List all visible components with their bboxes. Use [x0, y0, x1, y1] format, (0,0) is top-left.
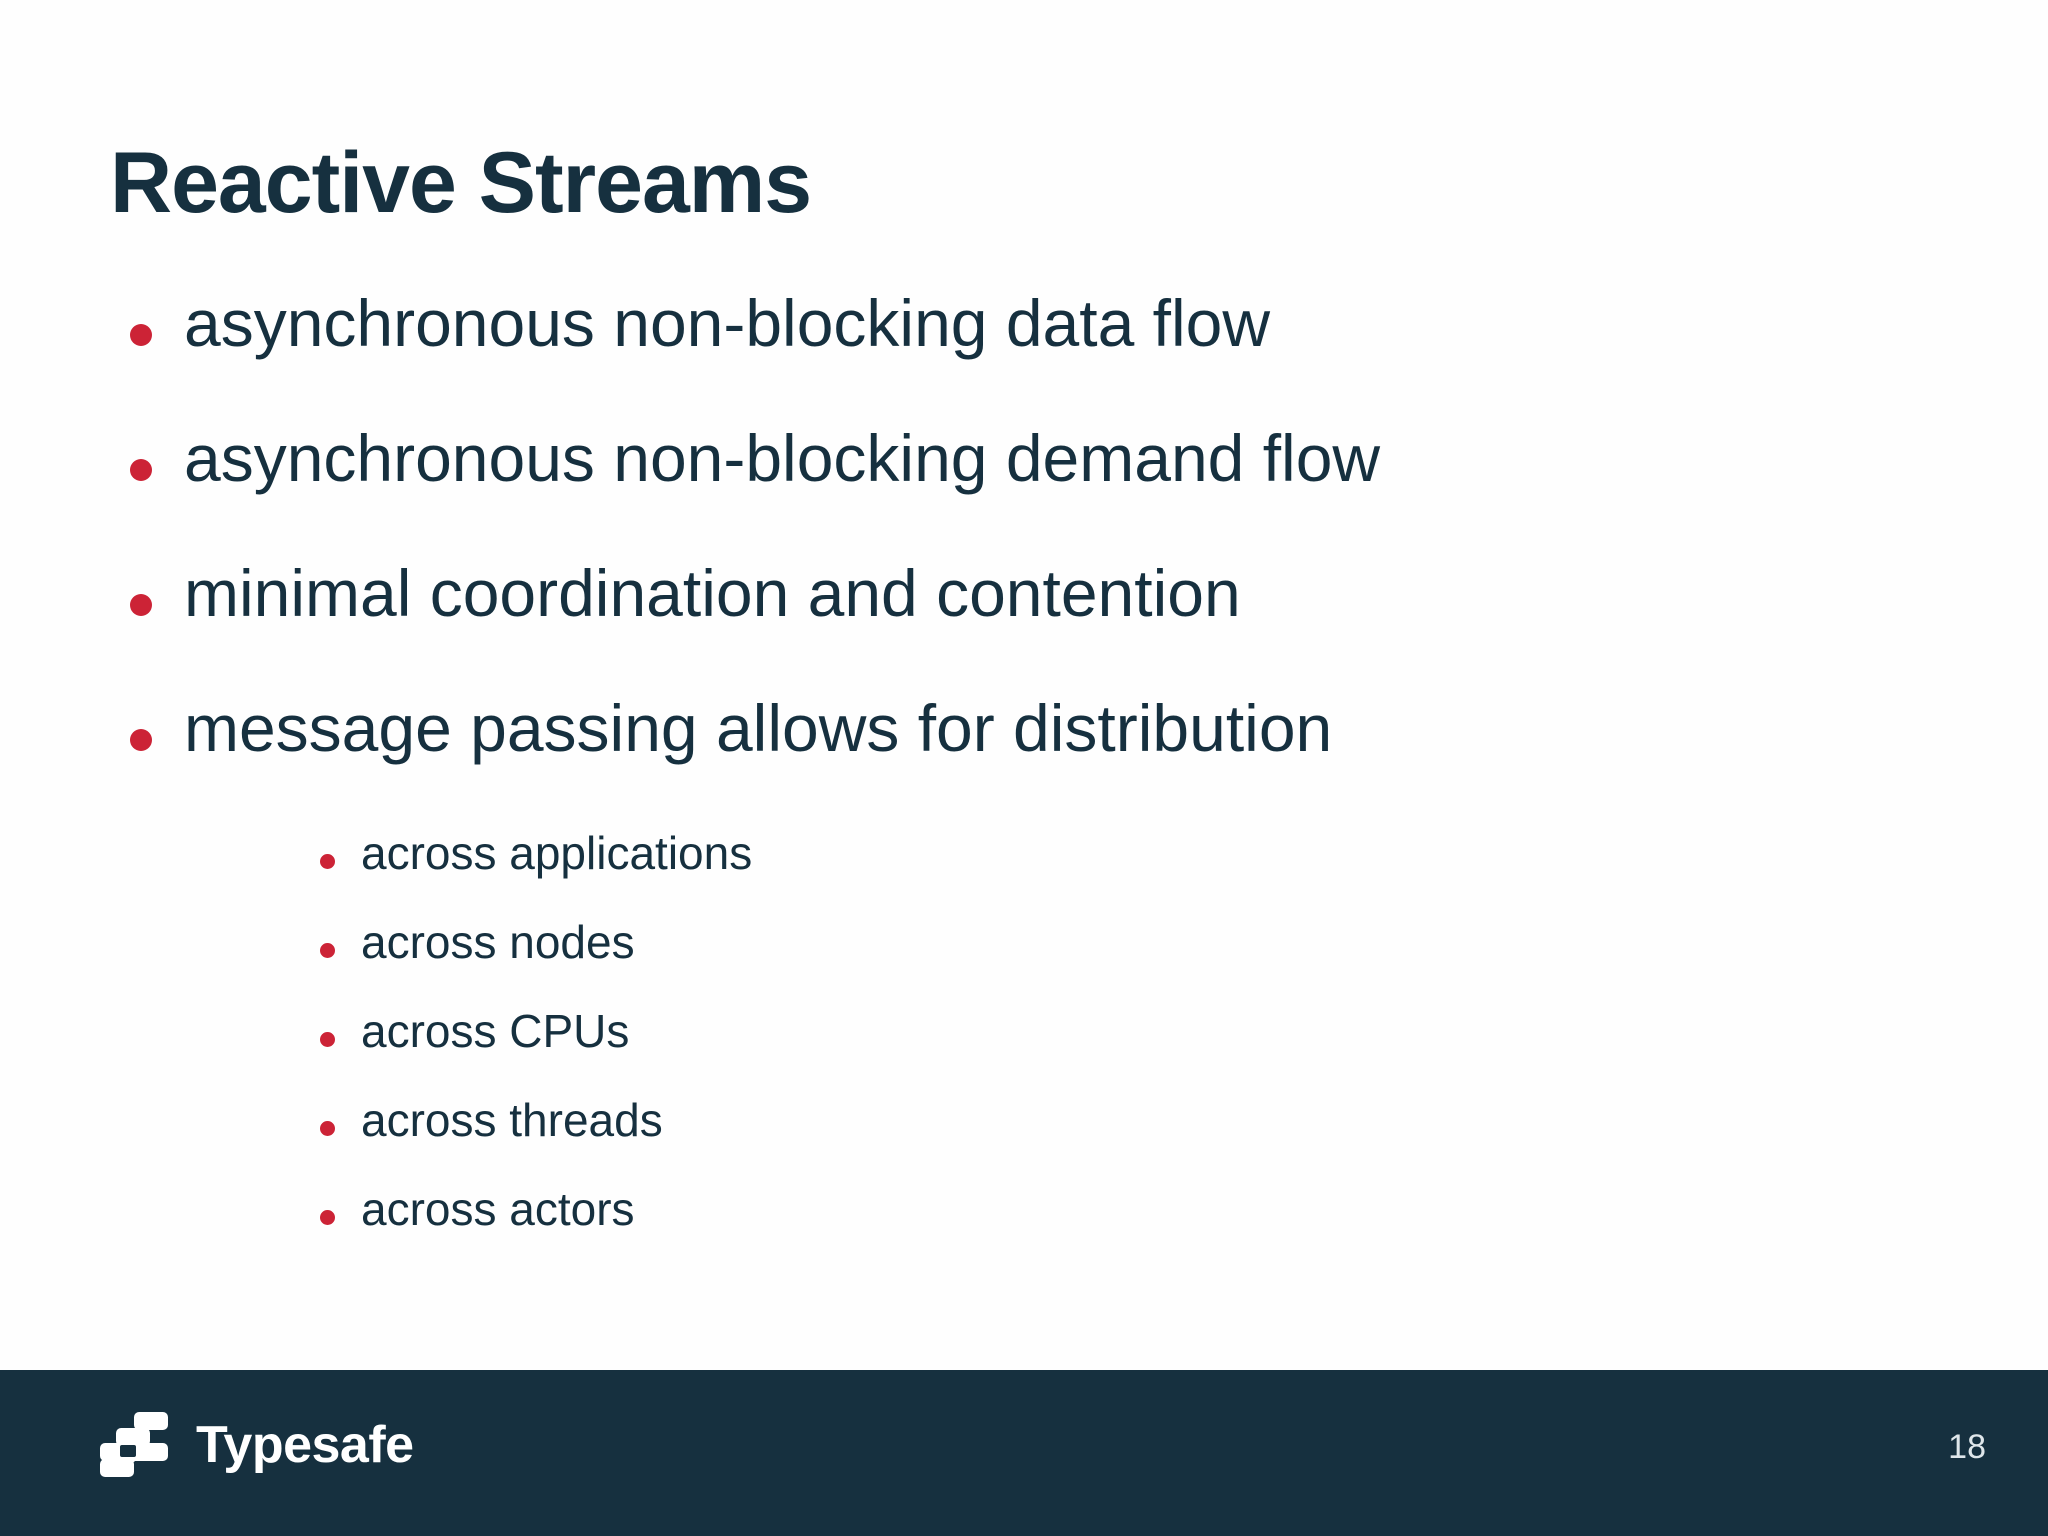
bullet-dot-icon [130, 324, 152, 346]
bullet-dot-icon [320, 1032, 335, 1047]
sub-bullet-label: across nodes [361, 916, 635, 968]
sub-bullet-list: across applications across nodes across … [0, 830, 2048, 1275]
bullet-dot-icon [320, 943, 335, 958]
list-item: across actors [0, 1186, 2048, 1275]
list-item: across nodes [0, 919, 2048, 1008]
list-item: minimal coordination and contention [0, 560, 2048, 695]
slide-footer: Typesafe 18 [0, 1370, 2048, 1536]
bullet-label: asynchronous non-blocking demand flow [184, 421, 1381, 495]
bullet-label: minimal coordination and contention [184, 556, 1241, 630]
typesafe-logo-icon [98, 1412, 170, 1478]
list-item: message passing allows for distribution [0, 695, 2048, 830]
bullet-dot-icon [130, 729, 152, 751]
list-item: asynchronous non-blocking data flow [0, 290, 2048, 425]
sub-bullet-label: across CPUs [361, 1005, 630, 1057]
sub-bullet-label: across applications [361, 827, 753, 879]
bullet-dot-icon [320, 1210, 335, 1225]
bullet-label: message passing allows for distribution [184, 691, 1333, 765]
page-number: 18 [1948, 1428, 1986, 1466]
sub-bullet-label: across threads [361, 1094, 663, 1146]
bullet-label: asynchronous non-blocking data flow [184, 286, 1271, 360]
bullet-dot-icon [320, 1121, 335, 1136]
bullet-dot-icon [130, 459, 152, 481]
list-item: across applications [0, 830, 2048, 919]
list-item: across CPUs [0, 1008, 2048, 1097]
list-item: asynchronous non-blocking demand flow [0, 425, 2048, 560]
brand-name: Typesafe [196, 1416, 414, 1474]
main-bullet-list: asynchronous non-blocking data flow asyn… [0, 290, 2048, 830]
bullet-dot-icon [130, 594, 152, 616]
sub-bullet-label: across actors [361, 1183, 635, 1235]
list-item: across threads [0, 1097, 2048, 1186]
page-title: Reactive Streams [110, 134, 812, 231]
brand-logo: Typesafe [98, 1412, 414, 1478]
bullet-dot-icon [320, 854, 335, 869]
